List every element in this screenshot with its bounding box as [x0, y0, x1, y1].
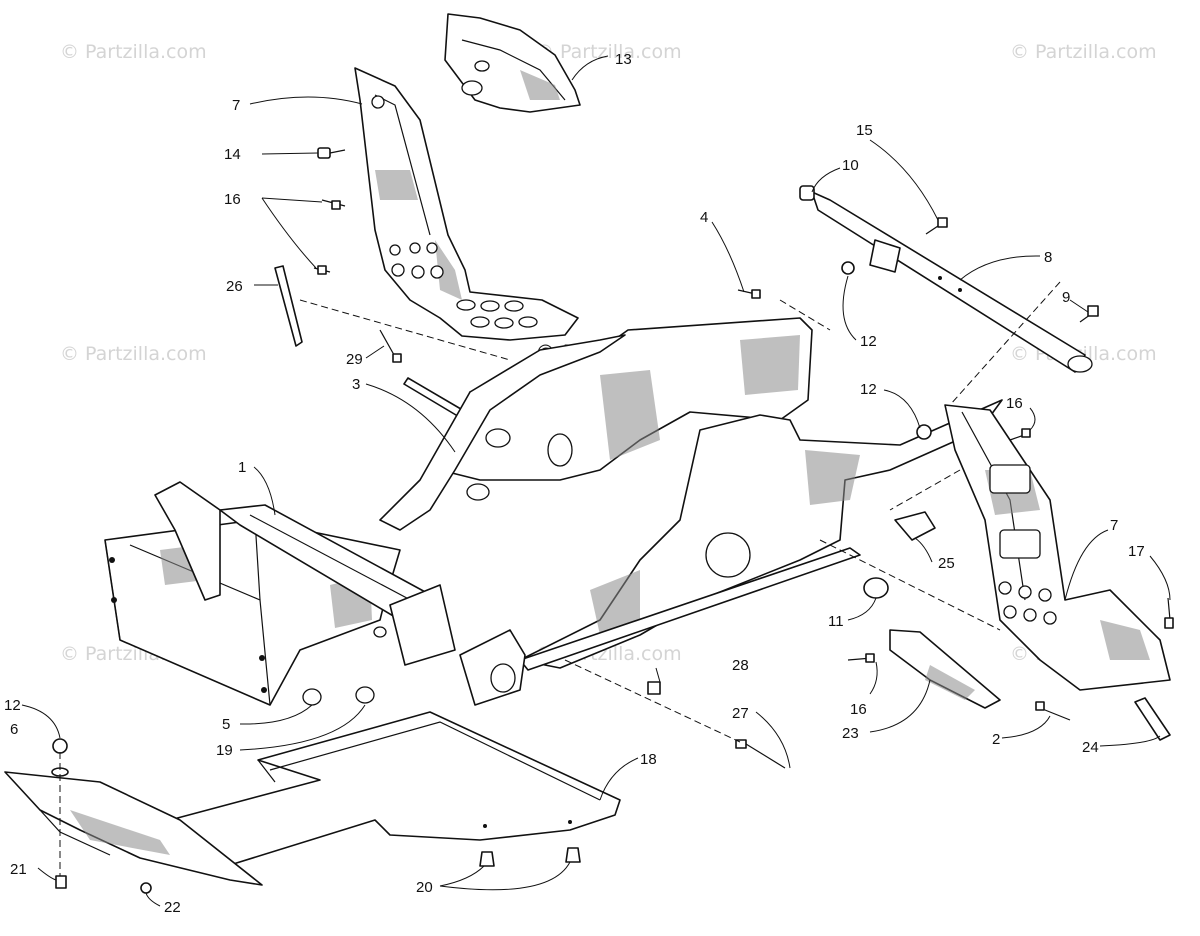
rivet-16-right — [1009, 428, 1031, 441]
rivet-16-lower — [847, 653, 875, 663]
watermark: © Partzilla.com — [60, 343, 207, 365]
assembly-line — [949, 281, 1061, 406]
callout-28: 28 — [732, 657, 749, 674]
main-frame — [104, 317, 1003, 706]
cross-shaft — [799, 185, 1093, 373]
rivet-29 — [379, 329, 402, 363]
steering-support — [444, 13, 581, 113]
nut-12-front — [52, 738, 68, 754]
callout-7-b: 7 — [1110, 517, 1118, 534]
assembly-line — [564, 659, 741, 743]
clip-28 — [647, 681, 661, 695]
callout-15: 15 — [856, 122, 873, 139]
callout-7: 7 — [232, 97, 240, 114]
front-skid-plate — [4, 771, 263, 886]
screw-22 — [140, 882, 152, 894]
callout-10: 10 — [842, 157, 859, 174]
callout-18: 18 — [640, 751, 657, 768]
callout-12: 12 — [860, 333, 877, 350]
rivet-16-upper — [313, 199, 346, 275]
callout-12-c: 12 — [4, 697, 21, 714]
watermark: © Partzilla.com — [1010, 41, 1157, 63]
callout-19: 19 — [216, 742, 233, 759]
callout-20: 20 — [416, 879, 433, 896]
rivet-2 — [1035, 701, 1071, 721]
callout-17: 17 — [1128, 543, 1145, 560]
clip-25 — [894, 511, 936, 541]
callout-16: 16 — [224, 191, 241, 208]
grommet-11 — [863, 577, 889, 599]
assembly-line — [889, 469, 961, 511]
belly-pan — [169, 711, 621, 866]
callout-8: 8 — [1044, 249, 1052, 266]
nut-12-shaft — [841, 261, 855, 275]
callout-21: 21 — [10, 861, 27, 878]
callout-29: 29 — [346, 351, 363, 368]
callout-22: 22 — [164, 899, 181, 916]
callout-9: 9 — [1062, 289, 1070, 306]
callout-23: 23 — [842, 725, 859, 742]
strap-26 — [274, 265, 303, 347]
callout-25: 25 — [938, 555, 955, 572]
callout-27: 27 — [732, 705, 749, 722]
callout-5: 5 — [222, 716, 230, 733]
rivet-4 — [737, 289, 761, 299]
callout-13: 13 — [615, 51, 632, 68]
nut-12-right — [916, 424, 932, 440]
callout-4: 4 — [700, 209, 708, 226]
callout-1: 1 — [238, 459, 246, 476]
callout-16-b: 16 — [1006, 395, 1023, 412]
callout-12-b: 12 — [860, 381, 877, 398]
assembly-line — [819, 539, 1001, 631]
rivet-27 — [735, 739, 786, 769]
leader-lines — [21, 55, 1171, 907]
bolt-15 — [925, 217, 948, 235]
callout-3: 3 — [352, 376, 360, 393]
watermark: © Partzilla.com — [535, 41, 682, 63]
strap-3 — [403, 377, 467, 419]
callout-11: 11 — [828, 613, 844, 630]
callout-26: 26 — [226, 278, 243, 295]
steering-post-bracket-left — [354, 67, 579, 341]
callout-16-c: 16 — [850, 701, 867, 718]
bolt-21 — [55, 875, 67, 889]
fastener-20 — [479, 847, 581, 867]
strap-24 — [1134, 697, 1171, 741]
watermark: © Partzilla.com — [60, 41, 207, 63]
assembly-line — [779, 299, 831, 331]
callout-6: 6 — [10, 721, 18, 738]
assembly-line — [299, 299, 511, 361]
callout-14: 14 — [224, 146, 241, 163]
bolt-14 — [317, 147, 346, 159]
bolt-9 — [1079, 305, 1099, 323]
rivet-17 — [1164, 597, 1174, 629]
steering-post-bracket-right — [944, 404, 1171, 691]
callout-2: 2 — [992, 731, 1000, 748]
callout-24: 24 — [1082, 739, 1099, 756]
bracket-23 — [889, 629, 1001, 709]
